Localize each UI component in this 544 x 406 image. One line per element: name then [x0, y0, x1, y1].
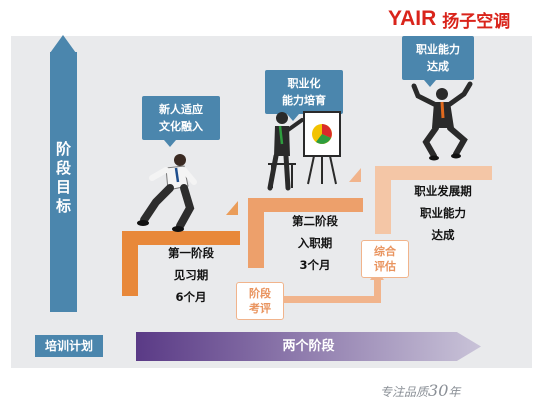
running-man-icon	[137, 154, 197, 232]
stage-title: 第二阶段	[292, 214, 338, 228]
goal-arrow-bar	[50, 52, 77, 312]
goal-label: 阶 段 目 标	[50, 140, 77, 216]
bubble-new-employee: 新人适应 文化融入	[142, 96, 220, 147]
evaluation-line: 考评	[249, 302, 271, 315]
stage-period: 入职期	[297, 236, 333, 250]
bubble-competency-achieved: 职业能力 达成	[402, 36, 474, 87]
goal-arrow-head	[50, 35, 76, 53]
evaluation-line: 综合	[374, 245, 396, 258]
bubble-line: 职业能力	[416, 43, 460, 56]
comprehensive-evaluation-box: 综合 评估	[361, 240, 409, 278]
two-stages-text: 两个阶段	[282, 339, 335, 354]
evaluation-line: 阶段	[249, 287, 271, 300]
logo-brand: YAIR	[388, 7, 437, 30]
stage-period: 职业能力	[420, 206, 466, 220]
stage-evaluation-box: 阶段 考评	[236, 282, 284, 320]
goal-label-char: 段	[55, 159, 71, 177]
stage-title: 第一阶段	[168, 246, 214, 260]
step-1-riser	[122, 231, 138, 296]
stage-title: 职业发展期	[414, 184, 472, 198]
logo-chinese-name: 扬子空调	[442, 11, 511, 32]
stage-period: 见习期	[173, 268, 209, 282]
two-stages-arrow	[136, 332, 481, 361]
brand-logo: YAIR 扬子空调	[388, 5, 510, 33]
slogan-suffix: 年	[448, 385, 461, 399]
goal-label-char: 目	[55, 178, 71, 196]
step-2-tread	[248, 198, 363, 212]
training-plan-label: 培训计划	[35, 335, 103, 357]
bubble-line: 新人适应	[159, 103, 203, 116]
bubble-line: 能力培育	[282, 94, 326, 107]
step-2-corner	[349, 168, 361, 182]
slogan: 专注品质30年	[380, 381, 460, 400]
bubble-line: 达成	[427, 60, 449, 73]
stage-3-text: 职业发展期 职业能力 达成	[397, 180, 489, 246]
step-3-riser	[375, 166, 391, 234]
evaluation-flow-line	[282, 296, 378, 303]
evaluation-line: 评估	[374, 260, 396, 273]
stage-1-text: 第一阶段 见习期 6个月	[145, 242, 237, 308]
stage-duration: 6个月	[175, 290, 207, 304]
jumping-man-icon	[411, 81, 473, 161]
step-3-tread	[375, 166, 492, 180]
evaluation-flow-line	[374, 278, 381, 303]
slogan-number: 30	[428, 381, 449, 400]
bubble-professional-training: 职业化 能力培育	[265, 70, 343, 121]
goal-label-char: 标	[55, 197, 71, 215]
goal-label-char: 阶	[55, 140, 71, 158]
bubble-line: 职业化	[287, 77, 321, 90]
step-2-riser	[248, 198, 264, 268]
stage-duration: 达成	[431, 228, 455, 242]
bubble-line: 文化融入	[159, 120, 203, 133]
step-1-tread	[122, 231, 240, 245]
slogan-text: 专注品质	[380, 385, 429, 399]
stage-duration: 3个月	[299, 258, 331, 272]
stage-2-text: 第二阶段 入职期 3个月	[272, 210, 358, 276]
presenter-icon	[267, 111, 341, 191]
step-1-corner	[226, 201, 238, 215]
